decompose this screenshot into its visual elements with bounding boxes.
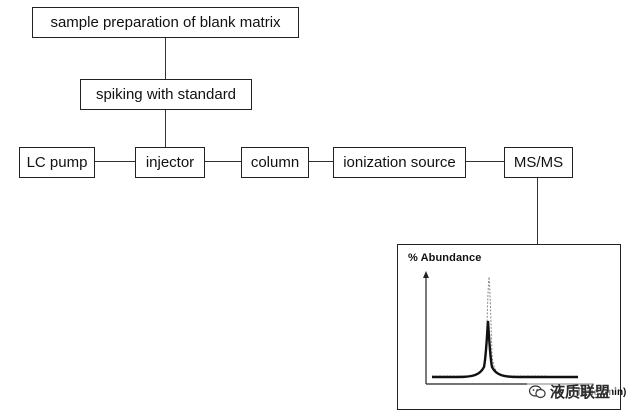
- connector-column-to-ionization: [308, 161, 334, 162]
- box-msms: MS/MS: [504, 147, 573, 178]
- box-ionization-source: ionization source: [333, 147, 466, 178]
- box-spiking-with-standard: spiking with standard: [80, 79, 252, 110]
- box-sample-preparation: sample preparation of blank matrix: [32, 7, 299, 38]
- box-lc-pump: LC pump: [19, 147, 95, 178]
- connector-ionization-to-msms: [465, 161, 505, 162]
- connector-pump-to-injector: [94, 161, 136, 162]
- box-column: column: [241, 147, 309, 178]
- connector-prep-to-spiking: [165, 37, 166, 80]
- connector-spiking-to-injector: [165, 109, 166, 148]
- watermark-text: 液质联盟: [550, 384, 611, 401]
- watermark: 液质联盟: [527, 381, 613, 402]
- connector-injector-to-column: [204, 161, 242, 162]
- box-injector: injector: [135, 147, 205, 178]
- peak-solid-trace: [432, 320, 578, 379]
- connector-msms-to-panel: [537, 176, 538, 244]
- panel-y-axis-label: % Abundance: [408, 252, 482, 264]
- wechat-bubble-icon: [529, 384, 546, 398]
- y-axis-arrow: [423, 271, 429, 278]
- chromatogram-panel: % Abundance Time (min): [397, 244, 626, 410]
